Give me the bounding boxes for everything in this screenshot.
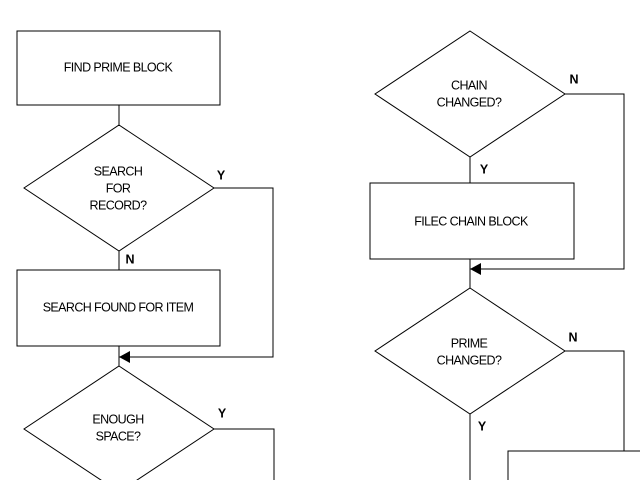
find-prime-block-label: FIND PRIME BLOCK: [64, 60, 174, 74]
prime-changed-label-line-2: CHANGED?: [437, 353, 502, 367]
search-for-record-label-line-3: RECORD?: [90, 198, 148, 212]
right-merge-arrowhead: [470, 263, 481, 275]
enough-space-decision[interactable]: [23, 365, 215, 480]
filec-chain-block-box[interactable]: [369, 182, 575, 260]
filec-chain-block-label: FILEC CHAIN BLOCK: [414, 214, 529, 228]
chain-no-label: N: [569, 72, 578, 86]
chain-changed-label-line-1: CHAIN: [451, 78, 487, 92]
prime-no-label: N: [568, 330, 577, 344]
partial-bottom-box: [507, 450, 640, 480]
enough-space-label-line-2: SPACE?: [96, 429, 141, 443]
search-for-record-label-line-2: FOR: [106, 181, 131, 195]
search-for-record-label-line-1: SEARCH: [94, 164, 143, 178]
chain-changed-label-line-2: CHANGED?: [437, 95, 502, 109]
search-yes-branch-line: [119, 187, 274, 358]
prime-no-branch-line: [565, 350, 625, 451]
search-no-label: N: [125, 252, 134, 266]
prime-changed-label-line-1: PRIME: [451, 336, 488, 350]
search-found-box[interactable]: [16, 269, 221, 347]
search-found-label: SEARCH FOUND FOR ITEM: [43, 300, 194, 314]
chain-changed-decision[interactable]: [374, 30, 566, 158]
prime-yes-label: Y: [478, 419, 487, 433]
find-prime-block-box[interactable]: [16, 30, 221, 106]
chain-yes-label: Y: [480, 162, 489, 176]
prime-changed-decision[interactable]: [374, 287, 566, 415]
enough-space-label-line-1: ENOUGH: [92, 412, 144, 426]
enough-space-yes-label: Y: [218, 406, 227, 420]
chain-no-branch-line: [470, 93, 625, 270]
enough-space-yes-branch-line: [214, 428, 275, 480]
merge-arrowhead: [119, 351, 130, 363]
search-yes-label: Y: [217, 168, 226, 182]
